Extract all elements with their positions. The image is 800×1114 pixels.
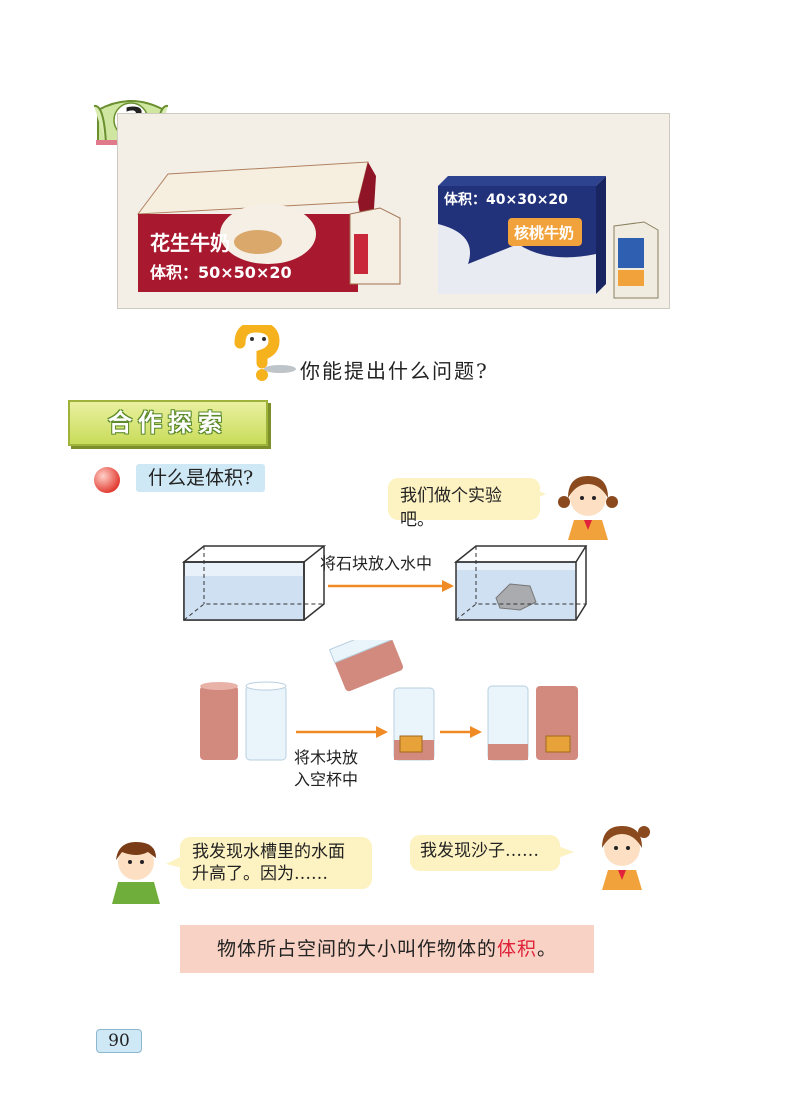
peanut-milk-volume: 体积：50×50×20 <box>150 263 292 282</box>
girl-avatar <box>558 476 618 540</box>
girl-speech-bubble: 我们做个实验吧。 <box>388 478 540 530</box>
bubble-tail <box>166 856 182 868</box>
stone-label: 将石块放入水中 <box>320 554 433 573</box>
section-title: 合作探索 <box>108 409 228 437</box>
subtopic-label: 什么是体积? <box>136 464 266 492</box>
walnut-milk-name: 核桃牛奶 <box>514 224 574 242</box>
walnut-milk-volume: 体积：40×30×20 <box>444 191 568 208</box>
red-ball-bullet-icon <box>94 467 120 493</box>
girl-finding-bubble: 我发现沙子…… <box>410 835 560 871</box>
bubble-tail <box>558 846 574 858</box>
water-tank-experiment <box>181 545 588 621</box>
boy-avatar <box>112 842 160 904</box>
wood-label-line2: 入空杯中 <box>294 770 359 789</box>
boy-speech-bubble: 我发现水槽里的水面 升高了。因为…… <box>180 837 372 889</box>
thinking-question-icon <box>234 325 296 381</box>
wood-label-line1: 将木块放 <box>294 748 359 767</box>
boy-speech-line2: 升高了。因为…… <box>192 864 328 884</box>
section-header: 合作探索 <box>68 400 268 446</box>
milk-boxes-illustration: 花生牛奶 体积：50×50×20 体积：40×30×20 核桃牛奶 <box>136 161 659 299</box>
definition-term: 体积 <box>496 938 537 960</box>
boy-speech-line1: 我发现水槽里的水面 <box>192 842 345 862</box>
bubble-tail <box>532 488 546 500</box>
product-photo-panel: 花生牛奶 体积：50×50×20 体积：40×30×20 核桃牛奶 <box>117 113 670 309</box>
page-number: 90 <box>96 1029 142 1053</box>
definition-suffix: 。 <box>537 938 558 960</box>
peanut-milk-name: 花生牛奶 <box>150 231 230 255</box>
definition-box: 物体所占空间的大小叫作物体的体积。 <box>180 925 594 973</box>
cups-experiment <box>200 640 578 761</box>
definition-prefix: 物体所占空间的大小叫作物体的 <box>216 938 497 960</box>
question-text: 你能提出什么问题? <box>300 359 489 383</box>
girl-avatar-2 <box>602 826 650 890</box>
